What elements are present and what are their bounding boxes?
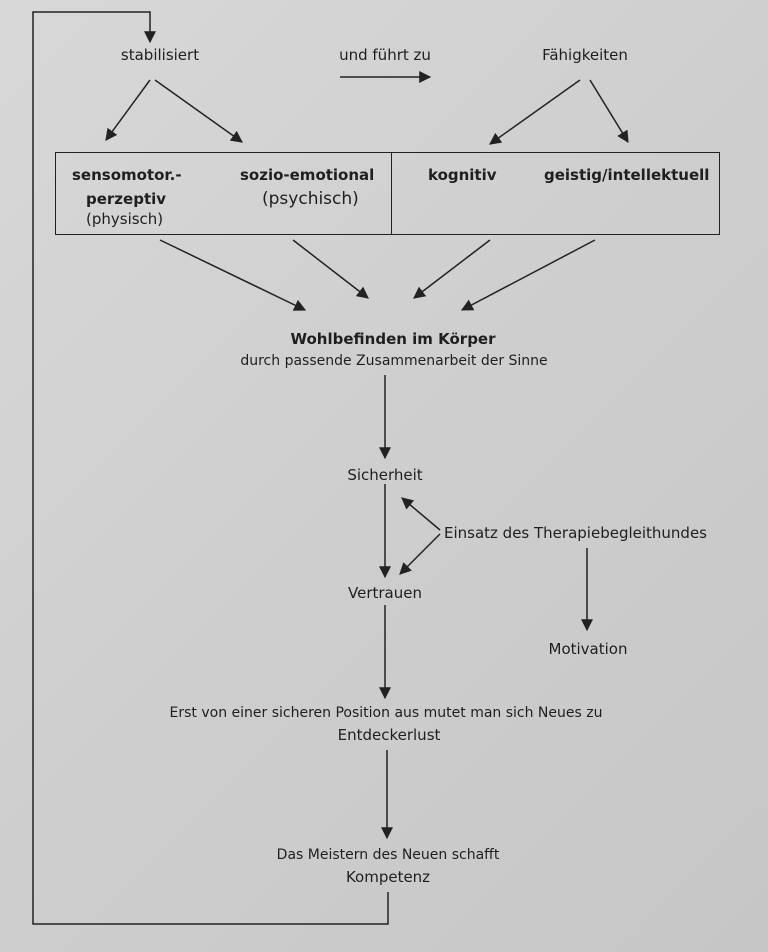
label-vertrauen: Vertrauen	[348, 584, 422, 602]
label-motivation: Motivation	[548, 640, 628, 658]
label-entdeckerlust: Entdeckerlust	[337, 726, 441, 744]
arrow-stabilisiert-to-sensomotor	[105, 79, 151, 141]
label-psychisch: (psychisch)	[262, 189, 359, 209]
label-erst-von-sicherer-position: Erst von einer sicheren Position aus mut…	[169, 705, 603, 721]
label-kompetenz: Kompetenz	[345, 868, 431, 886]
label-und-fuehrt-zu: und führt zu	[339, 46, 431, 64]
label-kognitiv: kognitiv	[428, 166, 497, 184]
feedback-loop-arrow	[32, 11, 389, 925]
label-stabilisiert: stabilisiert	[120, 46, 200, 64]
arrow-box-4-to-wohlbefinden	[460, 239, 596, 311]
label-sensomotor-line3: (physisch)	[86, 210, 164, 228]
label-sicherheit: Sicherheit	[347, 466, 423, 484]
label-geistig-intellektuell: geistig/intellektuell	[544, 166, 710, 184]
arrow-faehigkeiten-to-geistig	[589, 79, 629, 144]
label-sensomotor-line1: sensomotor.-	[72, 166, 182, 184]
categories-box-divider	[391, 153, 392, 234]
label-sensomotor-line2: perzeptiv	[86, 190, 167, 208]
label-sozio-emotional: sozio-emotional	[240, 166, 375, 184]
label-wohlbefinden: Wohlbefinden im Körper	[290, 330, 496, 348]
arrow-box-1-to-wohlbefinden	[159, 239, 307, 311]
arrow-box-3-to-wohlbefinden	[413, 239, 491, 299]
arrow-einsatz-to-vertrauen	[399, 533, 441, 575]
categories-box	[55, 152, 720, 235]
arrow-einsatz-to-sicherheit	[401, 497, 441, 531]
label-faehigkeiten: Fähigkeiten	[542, 46, 628, 64]
label-wohlbefinden-subtitle: durch passende Zusammenarbeit der Sinne	[240, 353, 548, 369]
label-einsatz-therapiebegleithund: Einsatz des Therapiebegleithundes	[444, 524, 707, 542]
arrow-faehigkeiten-to-kognitiv	[489, 79, 581, 145]
arrow-stabilisiert-to-sozio	[154, 79, 243, 143]
label-meistern-des-neuen: Das Meistern des Neuen schafft	[276, 847, 500, 863]
arrow-box-2-to-wohlbefinden	[292, 239, 369, 299]
